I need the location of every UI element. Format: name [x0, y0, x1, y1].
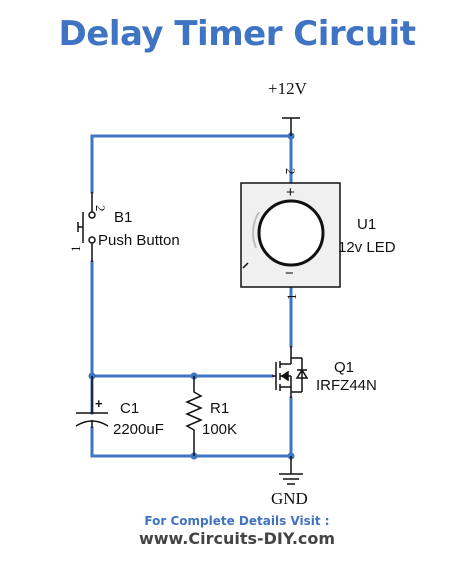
r1-value: 100K [202, 421, 237, 438]
u1-name: 12v LED [338, 239, 396, 256]
supply-label: +12V [268, 79, 308, 98]
footer-caption: For Complete Details Visit : [144, 514, 330, 528]
push-button-symbol [77, 192, 96, 262]
wires [90, 134, 293, 458]
mosfet-symbol [272, 346, 309, 398]
supply-symbol [282, 117, 300, 136]
r1-ref: R1 [210, 400, 229, 417]
c1-plus: + [95, 396, 103, 411]
c1-value: 2200uF [113, 421, 164, 438]
b1-ref: B1 [114, 209, 132, 226]
u1-minus: − [285, 265, 294, 282]
page-title: Delay Timer Circuit [58, 14, 416, 54]
u1-pin1: 1 [284, 294, 299, 301]
u1-pin2: 2 [283, 168, 298, 175]
ground-symbol [279, 456, 303, 485]
u1-ref: U1 [357, 216, 376, 233]
ground-label: GND [271, 489, 308, 508]
b1-name: Push Button [98, 232, 180, 249]
led-symbol [240, 182, 341, 288]
q1-name: IRFZ44N [316, 377, 377, 394]
resistor-symbol [185, 376, 203, 456]
b1-pin2: 2 [93, 205, 108, 212]
footer-website-link[interactable]: www.Circuits-DIY.com [138, 529, 336, 548]
b1-pin1: 1 [68, 246, 83, 253]
u1-plus: + [286, 184, 295, 201]
c1-ref: C1 [120, 400, 139, 417]
capacitor-symbol [75, 376, 109, 428]
q1-ref: Q1 [334, 359, 354, 376]
